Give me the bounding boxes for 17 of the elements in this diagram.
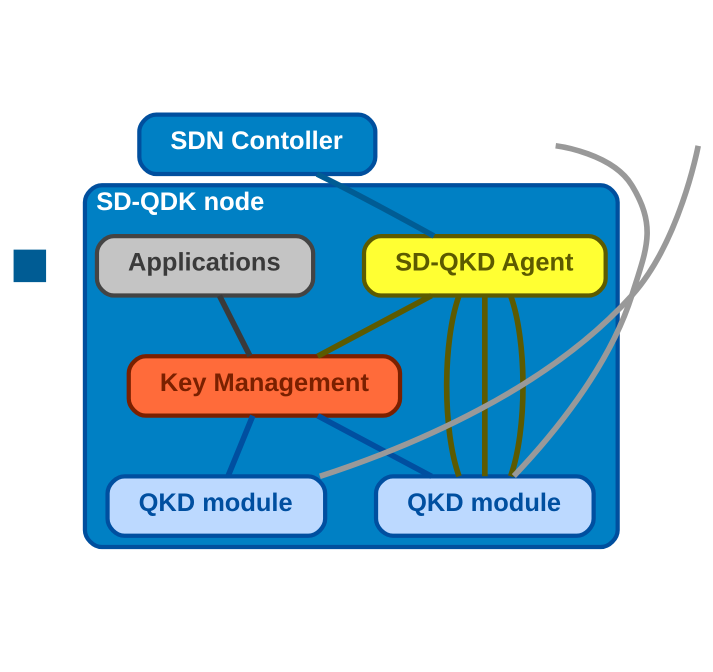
node-box: Key Management (126, 354, 402, 418)
node-box: Applications (94, 234, 316, 298)
connector (316, 412, 433, 478)
connector (216, 294, 252, 357)
connector (512, 142, 650, 478)
connector (316, 292, 433, 358)
node-box: SD-QKD Agent (362, 234, 608, 298)
connector (508, 294, 526, 477)
node-box: SDN Contoller (137, 112, 378, 176)
connector (225, 414, 256, 477)
connector (444, 294, 462, 477)
connector (482, 295, 488, 476)
node-box: QKD module (374, 474, 596, 538)
node-box (14, 249, 46, 282)
node-box: QKD module (105, 474, 328, 538)
connector (316, 171, 436, 238)
connector (318, 144, 701, 479)
